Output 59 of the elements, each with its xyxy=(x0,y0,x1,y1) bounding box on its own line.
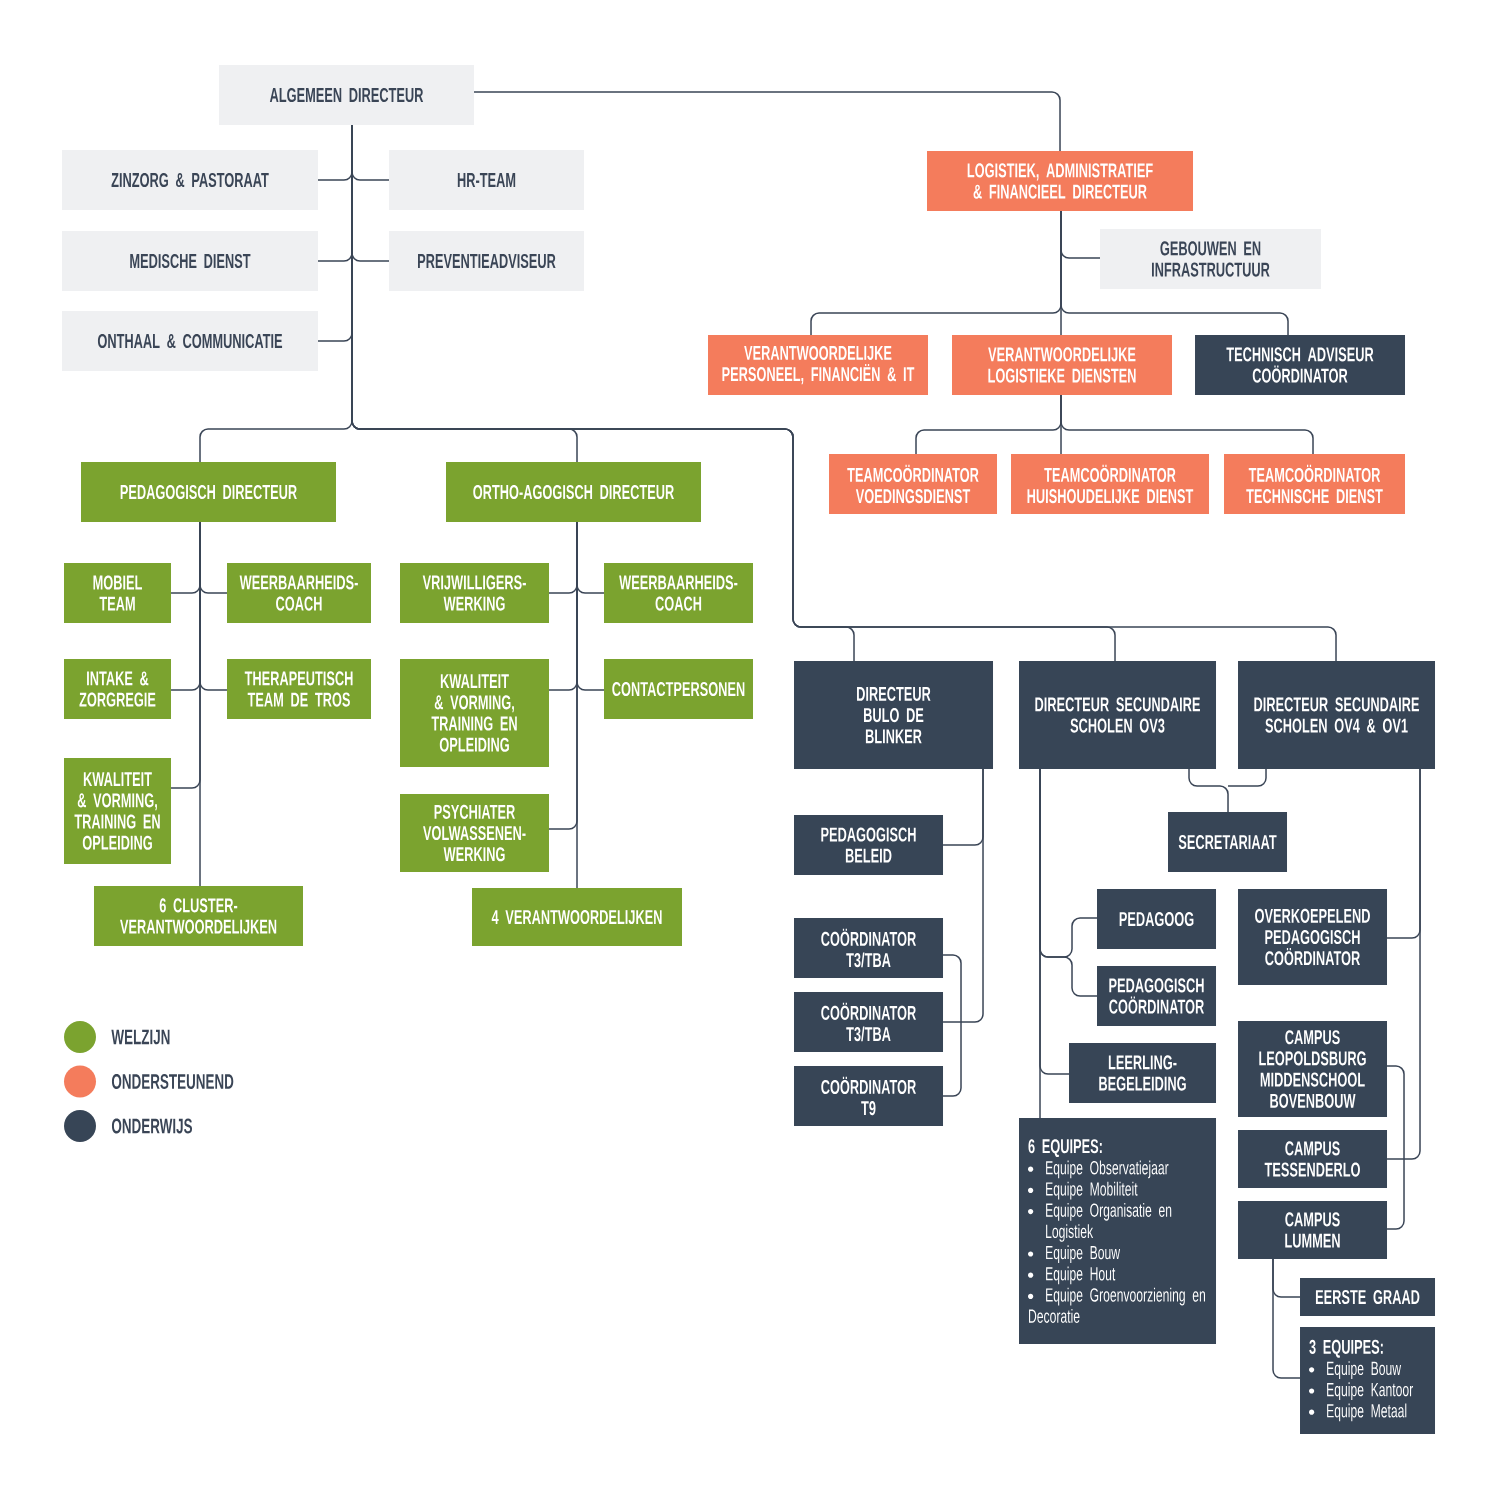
org-box: LOGISTIEK, ADMINISTRATIEF & FINANCIEEL DIRECTEUR xyxy=(927,151,1193,211)
org-box: WEERBAARHEIDS-COACH xyxy=(227,563,371,623)
org-box: 6 CLUSTER-VERANTWOORDELIJKEN xyxy=(94,886,303,946)
connector-line xyxy=(199,521,201,887)
org-box: PEDAGOOG xyxy=(1097,889,1216,949)
org-box: COÖRDINATOR T3/TBA xyxy=(794,992,943,1052)
org-box: TECHNISCH ADVISEUR COÖRDINATOR xyxy=(1195,335,1405,395)
legend-label: ONDERWIJS xyxy=(111,1118,193,1134)
org-box: ONTHAAL & COMMUNICATIE xyxy=(62,311,318,371)
list-box: 3 EQUIPES: Equipe Bouw Equipe Kantoor Equipe Metaal xyxy=(1300,1327,1435,1434)
org-box: PEDAGOGISCH COÖRDINATOR xyxy=(1097,966,1216,1026)
org-box: INTAKE & ZORGREGIE xyxy=(64,659,171,719)
org-box: DIRECTEUR SECUNDAIRE SCHOLEN OV3 xyxy=(1019,661,1216,769)
org-box: THERAPEUTISCH TEAM DE TROS xyxy=(227,659,371,719)
org-box: PREVENTIEADVISEUR xyxy=(389,231,584,291)
connector-line xyxy=(1060,210,1289,336)
org-box: VRIJWILLIGERS-WERKING xyxy=(400,563,549,623)
org-box: TEAMCOÖRDINATOR TECHNISCHE DIENST xyxy=(1224,454,1405,514)
org-box: EERSTE GRAAD xyxy=(1300,1278,1435,1316)
org-box: MOBIEL TEAM xyxy=(64,563,171,623)
org-box: KWALITEIT & VORMING, TRAINING EN OPLEIDING xyxy=(400,659,549,767)
org-box: MEDISCHE DIENST xyxy=(62,231,318,291)
connector-line xyxy=(1386,768,1421,939)
connector-line xyxy=(942,768,984,846)
org-box: CONTACTPERSONEN xyxy=(604,659,753,719)
org-box: PEDAGOGISCH DIRECTEUR xyxy=(81,462,336,522)
org-box: PEDAGOGISCH BELEID xyxy=(794,815,943,875)
org-box: DIRECTEUR BULO DE BLINKER xyxy=(794,661,993,769)
org-box: ZINZORG & PASTORAAT xyxy=(62,150,318,210)
org-box: 4 VERANTWOORDELIJKEN xyxy=(472,888,682,946)
org-box: SECRETARIAAT xyxy=(1168,812,1287,872)
org-box: COÖRDINATOR T3/TBA xyxy=(794,918,943,978)
org-box: ORTHO-AGOGISCH DIRECTEUR xyxy=(446,462,701,522)
connector-line xyxy=(1272,1258,1301,1379)
org-box: CAMPUS TESSENDERLO xyxy=(1238,1130,1387,1188)
org-box: LEERLING-BEGELEIDING xyxy=(1069,1043,1216,1103)
org-box: WEERBAARHEIDS-COACH xyxy=(604,563,753,623)
org-box: ALGEMEEN DIRECTEUR xyxy=(219,65,474,125)
legend-label: ONDERSTEUNEND xyxy=(111,1074,234,1089)
org-box: PSYCHIATER VOLWASSENEN-WERKING xyxy=(400,794,549,872)
org-box: TEAMCOÖRDINATOR HUISHOUDELIJKE DIENST xyxy=(1011,454,1209,514)
connector-line xyxy=(351,124,1337,662)
org-box: KWALITEIT & VORMING, TRAINING EN OPLEIDING xyxy=(64,758,171,864)
org-box: CAMPUS LUMMEN xyxy=(1238,1201,1387,1259)
org-box: TEAMCOÖRDINATOR VOEDINGSDIENST xyxy=(829,454,997,514)
org-box: DIRECTEUR SECUNDAIRE SCHOLEN OV4 & OV1 xyxy=(1238,661,1435,769)
org-box: CAMPUS LEOPOLDSBURG MIDDENSCHOOL BOVENBOUW xyxy=(1238,1021,1387,1117)
org-box: OVERKOEPELEND PEDAGOGISCH COÖRDINATOR xyxy=(1238,889,1387,985)
org-box: HR-TEAM xyxy=(389,150,584,210)
connector-line xyxy=(473,91,1061,152)
legend-label: WELZIJN xyxy=(111,1029,170,1045)
connector-line xyxy=(1060,394,1314,455)
connector-line xyxy=(1039,768,1041,1119)
org-box: VERANTWOORDELIJKE PERSONEEL, FINANCIËN & IT xyxy=(708,335,928,395)
org-box: GEBOUWEN EN INFRASTRUCTUUR xyxy=(1100,229,1321,289)
list-box: 6 EQUIPES: Equipe Observatiejaar Equipe Mobiliteit Equipe Organisatie en Logistiek Equipe Bouw Equipe Hout Equipe Groenvoorziening en Decoratie xyxy=(1019,1118,1216,1344)
org-box: VERANTWOORDELIJKE LOGISTIEKE DIENSTEN xyxy=(952,335,1172,395)
org-box: COÖRDINATOR T9 xyxy=(794,1066,943,1126)
connector-line xyxy=(576,521,578,889)
